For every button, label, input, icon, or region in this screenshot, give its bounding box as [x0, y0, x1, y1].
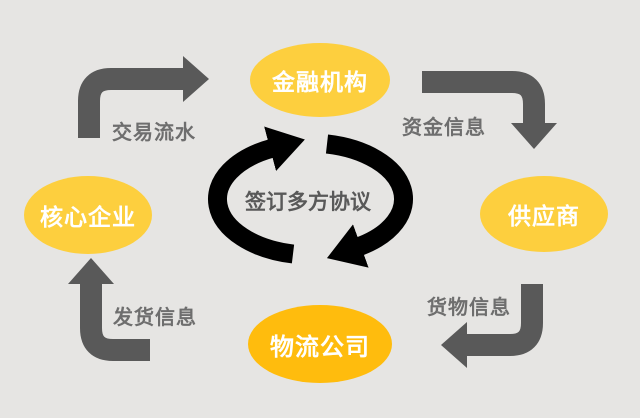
node-financial-institution-label: 金融机构 — [272, 70, 368, 96]
center-agreement-label: 签订多方协议 — [245, 190, 371, 214]
flow-label-capital-info: 资金信息 — [402, 115, 486, 139]
flow-label-goods-info: 货物信息 — [427, 295, 511, 319]
node-logistics-company: 物流公司 — [248, 305, 392, 383]
node-logistics-company-label: 物流公司 — [270, 332, 370, 361]
flow-label-shipping-info: 发货信息 — [113, 305, 197, 329]
flow-label-transaction-records: 交易流水 — [112, 120, 196, 144]
cycle-arrow-right-icon — [325, 134, 413, 268]
arrow-transaction-records — [78, 56, 209, 138]
node-core-enterprise: 核心企业 — [24, 176, 152, 254]
node-core-enterprise-label: 核心企业 — [40, 205, 136, 231]
node-supplier: 供应商 — [480, 176, 608, 252]
node-financial-institution: 金融机构 — [250, 43, 390, 117]
arrow-goods-info — [441, 284, 543, 368]
node-supplier-label: 供应商 — [508, 204, 580, 230]
cycle-arrow-left-icon — [208, 126, 305, 264]
arrow-capital-info — [422, 71, 557, 149]
arrow-shipping-info — [68, 258, 150, 361]
